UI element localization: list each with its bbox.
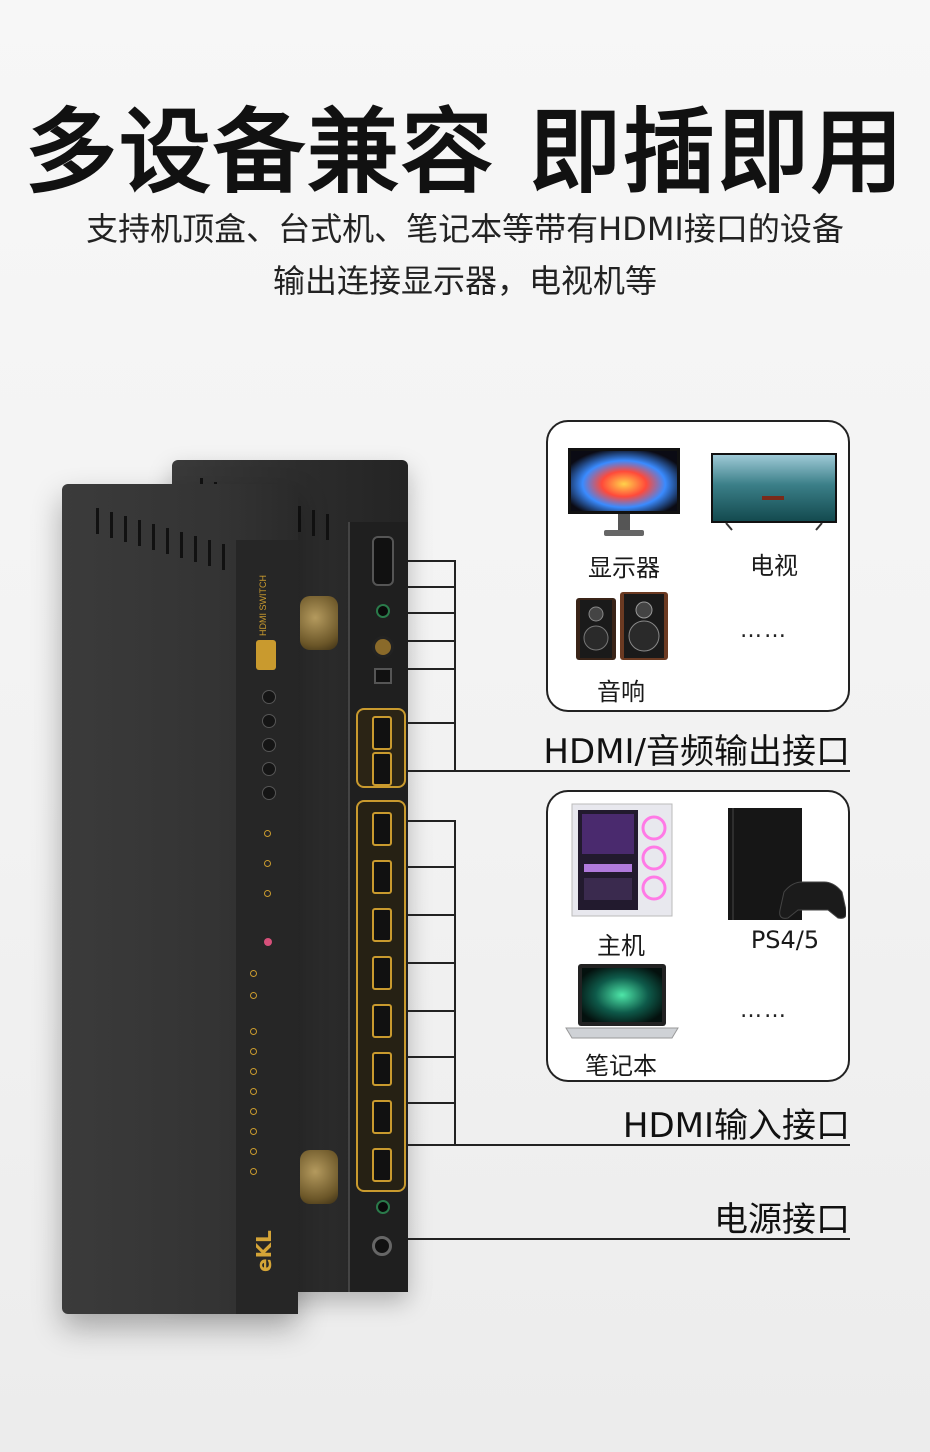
input-led [250,1128,257,1135]
connector-bracket [454,820,456,1146]
hdmi-in-6-port [372,908,392,942]
connector-line [408,586,454,588]
connector-line [408,560,454,562]
power-section-label: 电源接口 [714,1200,850,1240]
connector-line [408,1056,454,1058]
power-led [264,938,272,946]
vent-slot [96,508,99,534]
hdmi-out-2-port [372,716,392,750]
status-led [264,830,271,837]
input-led [250,1028,257,1035]
toslink-port [374,668,392,684]
connector-line [408,640,454,642]
connector-line [408,668,454,670]
mode-button [262,714,276,728]
dc-power-jack [372,1236,392,1256]
power-button [262,762,276,776]
speaker-icon [576,592,668,660]
laptop-icon [565,964,679,1039]
hdmi-out-1-port [372,752,392,786]
vent-slot [312,510,315,536]
vent-slot [124,516,127,542]
switch-button [262,738,276,752]
connector-line [408,914,454,916]
ir-jack [376,1200,390,1214]
input-led [250,1168,257,1175]
more-output-devices: …… [740,618,788,643]
connector-bracket [454,560,456,772]
brand-logo: eKL [252,1230,276,1272]
page-title: 多设备兼容 即插即用 [24,99,906,206]
vent-slot [222,544,225,570]
output-led [250,992,257,999]
game-console-icon [728,808,846,920]
output-section-underline [454,770,850,772]
input-led [250,1148,257,1155]
mounting-knob-bottom [300,1150,338,1204]
subtitle-line-1: 支持机顶盒、台式机、笔记本等带有HDMI接口的设备 [86,210,844,248]
power-section-underline [408,1238,850,1240]
hdmi-in-5-port [372,956,392,990]
desktop-pc-label: 主机 [597,932,645,960]
input-led [250,1088,257,1095]
monitor-label: 显示器 [588,554,660,582]
product-label: HDMI SWITCH [258,575,268,636]
connector-line [408,1102,454,1104]
hdmi-in-2-port [372,1100,392,1134]
connector-line [408,962,454,964]
vent-slot [194,536,197,562]
speaker-label: 音响 [597,678,645,706]
input-section-underline [454,1144,850,1146]
vent-slot [180,532,183,558]
coaxial-port [372,636,394,658]
desktop-pc-icon [571,803,673,917]
input-led [250,1068,257,1075]
hdmi-in-7-port [372,860,392,894]
connector-line [408,722,454,724]
rs232-port [372,536,394,586]
connector-line [408,770,454,772]
game-console-label: PS4/5 [750,926,820,954]
audio-out-jack [376,604,390,618]
connector-line [408,820,454,822]
vent-slot [326,514,329,540]
hdmi-in-8-port [372,812,392,846]
connector-line [408,612,454,614]
more-input-devices: …… [740,998,788,1023]
vent-slot [138,520,141,546]
page-subtitle: 支持机顶盒、台式机、笔记本等带有HDMI接口的设备 输出连接显示器，电视机等 [0,203,930,307]
pause-button [262,786,276,800]
tv-label: 电视 [750,552,798,580]
laptop-label: 笔记本 [585,1052,657,1080]
output-section-label: HDMI/音频输出接口 [543,732,850,772]
input-led [250,1048,257,1055]
subtitle-line-2: 输出连接显示器，电视机等 [272,262,657,300]
vent-slot [298,506,301,532]
vent-slot [208,540,211,566]
hdmi-in-4-port [372,1004,392,1038]
hdmi-in-1-port [372,1148,392,1182]
connector-line [408,1010,454,1012]
tv-icon [711,453,837,531]
input-led [250,1108,257,1115]
output-led [250,970,257,977]
input-section-label: HDMI输入接口 [622,1106,850,1146]
hdmi-in-3-port [372,1052,392,1086]
series-badge [256,640,276,670]
connector-line [408,866,454,868]
status-led [264,860,271,867]
monitor-icon [568,448,680,536]
vent-slot [166,528,169,554]
audio-button [262,690,276,704]
connector-line [408,1144,454,1146]
vent-slot [152,524,155,550]
status-led [264,890,271,897]
vent-slot [110,512,113,538]
mounting-knob-top [300,596,338,650]
